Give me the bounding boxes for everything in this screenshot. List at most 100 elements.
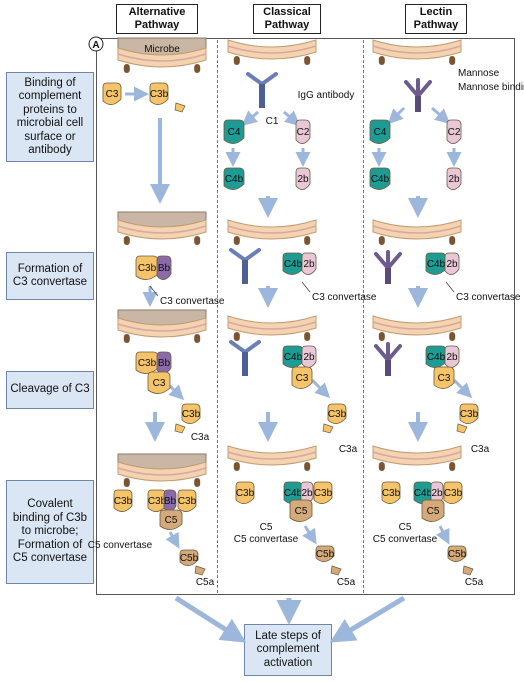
alt-c3-cleave-shape	[147, 371, 171, 394]
classical-c4b-conv-shape	[282, 252, 304, 275]
flow-arrow	[435, 525, 450, 545]
alt-c3b-conv: C3b	[135, 255, 159, 280]
surface-molecule	[449, 462, 456, 471]
surface-molecule	[194, 334, 201, 343]
alt-c3b-released-label: C3b	[182, 409, 201, 420]
header-lectin-pathway: Lectin Pathway	[405, 4, 467, 34]
divider-left	[217, 40, 218, 593]
alt-c3-label: C3	[106, 89, 119, 100]
stage-cleavage-c3: Cleavage of C3	[6, 371, 94, 409]
classical-c2-shape	[295, 119, 311, 144]
flow-arrow	[310, 378, 331, 399]
antibody-arms	[229, 248, 261, 262]
alt-bb-c5: Bb	[163, 489, 177, 512]
lectin-c4-label: C4	[374, 127, 387, 138]
microbe-surface	[372, 445, 462, 471]
alt-c5b-label: C5b	[180, 553, 199, 564]
flow-arrow	[387, 106, 406, 125]
lectin-c3b-left: C3b	[381, 481, 401, 504]
cell-membrane	[117, 461, 207, 482]
header-classical-pathway: Classical Pathway	[253, 4, 321, 34]
alt-c3b-left-label: C3b	[114, 496, 133, 507]
alt-bb-cleave: Bb	[156, 351, 172, 374]
lectin-c3b-released-shape	[459, 403, 479, 424]
classical-c3-cleave: C3	[291, 366, 313, 389]
classical-c5b: C5b	[315, 545, 335, 562]
lectin-c3b-left-shape	[381, 481, 401, 504]
lectin-c3-convertase-label-pointer	[445, 281, 455, 293]
membrane-line	[117, 53, 207, 62]
lectin-c5a-label: C5a	[465, 577, 484, 588]
microbe-surface	[227, 219, 317, 245]
classical-c5-convertase-label: C5 convertase	[234, 534, 299, 545]
surface-molecule	[233, 462, 240, 471]
classical-c3-convertase-label-pointer	[301, 281, 311, 293]
microbe-surface	[227, 315, 317, 341]
classical-c4b-conv-label: C4b	[284, 259, 303, 270]
flow-arrow	[241, 110, 259, 126]
lectin-2b: 2b	[446, 167, 462, 190]
alt-bb-conv-label: Bb	[158, 263, 171, 274]
classical-c5-shape	[289, 499, 313, 522]
cell-membrane	[117, 317, 207, 338]
flow-arrow	[302, 525, 317, 545]
lectin-c3b-left-label: C3b	[382, 488, 401, 499]
membrane-line	[117, 467, 207, 476]
alt-c3b-left: C3b	[113, 489, 133, 512]
divider-right	[363, 40, 364, 593]
lectin-c4b-cleave-label: C4b	[427, 352, 446, 363]
lectin-c5b-shape	[447, 545, 467, 562]
lectin-c5b-label: C5b	[448, 549, 467, 560]
classical-c2: C2	[295, 119, 311, 144]
membrane-line	[372, 451, 462, 460]
lectin-2b-cleave: 2b	[444, 345, 460, 368]
alt-c3b-binding-label: C3b	[150, 89, 169, 100]
lectin-2b-shape	[446, 167, 462, 190]
microbe-surface	[117, 211, 207, 245]
cell-membrane	[372, 39, 462, 60]
microbe-surface	[372, 39, 462, 65]
antibody-arms	[246, 72, 278, 86]
lectin-c4-shape	[369, 119, 391, 144]
flow-arrows	[125, 86, 473, 643]
lectin-c5: C5	[421, 499, 445, 522]
classical-c5-label: C5	[295, 506, 308, 517]
lectin-mbl	[404, 78, 432, 112]
alt-c3b-cleave-shape	[135, 351, 159, 374]
classical-c3b-left: C3b	[235, 481, 255, 504]
surface-molecule	[233, 332, 240, 341]
alt-c3-cleave: C3	[147, 371, 171, 394]
antibody-arms	[229, 340, 261, 354]
classical-2b-cleave: 2b	[301, 345, 317, 368]
lectin-c3-convertase-label: C3 convertase	[445, 281, 521, 303]
membrane-line	[117, 225, 207, 234]
header-alternative-pathway: Alternative Pathway	[116, 4, 198, 34]
alt-c3-convertase-label: C3 convertase	[149, 285, 225, 307]
alt-c3b-right: C3b	[177, 489, 197, 512]
classical-c4b-conv: C4b	[282, 252, 304, 275]
cell-membrane	[117, 219, 207, 240]
alt-c3b-conv-label: C3b	[138, 263, 157, 274]
alt-bb-conv: Bb	[156, 255, 172, 280]
lectin-c5b: C5b	[447, 545, 467, 562]
lectin-c4b-shape	[369, 167, 391, 190]
alt-c5-convertase-label: C5 convertase	[88, 540, 153, 551]
cell-membrane	[227, 315, 317, 336]
surface-molecule	[194, 236, 201, 245]
stage-c3-convertase: Formation of C3 convertase	[6, 252, 94, 300]
cell-membrane	[372, 219, 462, 240]
classical-c4b-cleave-shape	[282, 345, 304, 368]
lectin-c5-conv-c5-label: C5	[399, 522, 412, 533]
lectin-c5a-frag	[462, 565, 474, 576]
lectin-2b-cleave-label: 2b	[446, 352, 458, 363]
lectin-c3b-released: C3b	[459, 403, 479, 424]
mannose-label: Mannose	[458, 68, 500, 79]
classical-c4b-shape	[223, 167, 245, 190]
classical-2b-cleave-label: 2b	[303, 352, 315, 363]
panel-letter: A	[88, 36, 104, 52]
classical-c3-cleave-label: C3	[296, 373, 309, 384]
membrane-line	[227, 225, 317, 234]
alt-c3-convertase-label-pointer	[149, 285, 159, 297]
cell-membrane	[227, 445, 317, 466]
alt-c5-label: C5	[165, 515, 178, 526]
